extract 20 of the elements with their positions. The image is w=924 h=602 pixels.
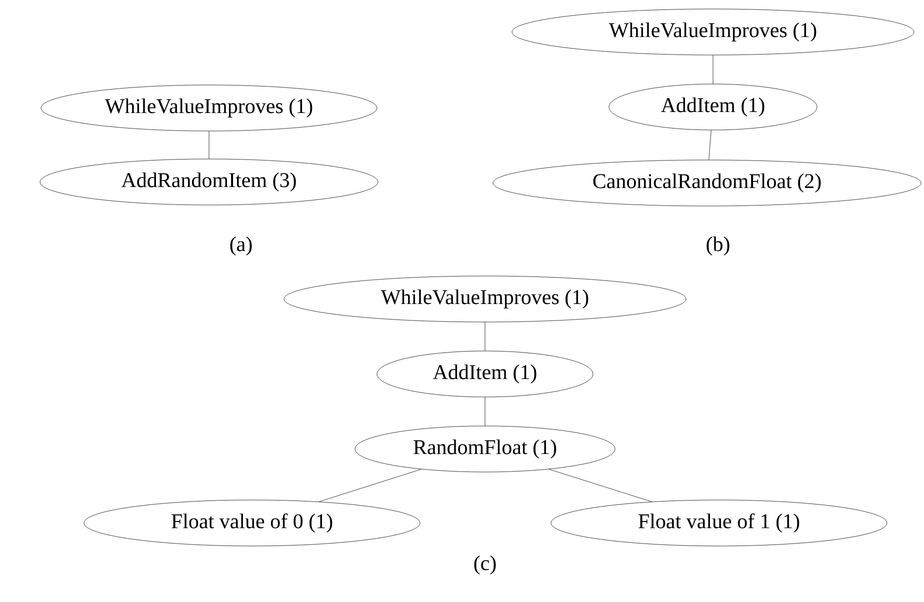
ellipse-node: AddItem (1) xyxy=(608,84,818,130)
ellipse-node: WhileValueImproves (1) xyxy=(284,276,686,322)
subfigure-label: (a) xyxy=(230,236,252,256)
ellipse-node: WhileValueImproves (1) xyxy=(40,84,378,132)
connector-line xyxy=(318,469,422,502)
subfigure-label: (c) xyxy=(474,555,496,575)
ellipse-node: AddItem (1) xyxy=(376,350,594,398)
connector-line xyxy=(484,322,486,351)
ellipse-node: RandomFloat (1) xyxy=(354,426,616,472)
subfigure-label: (b) xyxy=(706,236,730,256)
ellipse-node: AddRandomItem (3) xyxy=(40,158,378,206)
connector-line xyxy=(548,469,652,502)
ellipse-node: Float value of 0 (1) xyxy=(84,500,420,546)
connector-line xyxy=(484,397,486,426)
ellipse-node: WhileValueImproves (1) xyxy=(512,8,914,56)
ellipse-node: CanonicalRandomFloat (2) xyxy=(492,160,922,206)
connector-line xyxy=(708,130,712,160)
ellipse-node: Float value of 1 (1) xyxy=(550,500,888,546)
connector-line xyxy=(208,131,210,159)
connector-line xyxy=(712,55,714,84)
